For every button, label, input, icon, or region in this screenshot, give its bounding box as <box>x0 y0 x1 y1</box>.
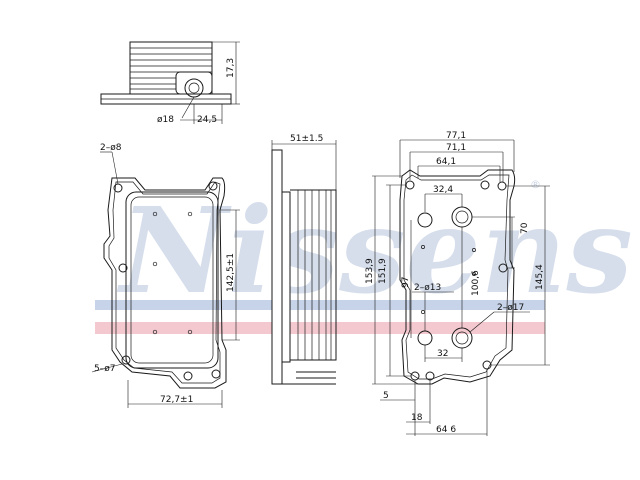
rear-view: 77,1 71,1 64,1 32,4 70 97 100,6 153,9 15… <box>365 131 550 436</box>
rear-view-dim-18-label: 18 <box>411 413 423 423</box>
side-view-thickness-label: 51±1.5 <box>290 134 323 144</box>
front-view-height-label: 142,5±1 <box>226 253 236 292</box>
rear-view-width-inner-label: 64,1 <box>436 157 456 167</box>
rear-view-dim-64-6-label: 64 6 <box>436 425 456 435</box>
watermark-pink-bar <box>95 322 545 334</box>
top-view: 17,3 ø18 24,5 <box>100 41 240 125</box>
front-view-bottom-holes-label: 5–ø7 <box>94 364 115 374</box>
rear-view-width-mid-label: 71,1 <box>446 143 466 153</box>
front-view: 2–ø8 5–ø7 72,7±1 142,5±1 <box>91 143 240 408</box>
watermark-logo-text: Nissens <box>116 181 633 320</box>
front-view-width-label: 72,7±1 <box>160 395 193 405</box>
rear-view-dim-5-label: 5 <box>383 391 389 401</box>
rear-view-small-ports-label: 2–ø13 <box>414 283 441 293</box>
rear-view-dim-70-label: 70 <box>520 222 530 234</box>
top-view-port-offset-label: 24,5 <box>197 115 217 125</box>
rear-view-port-spacing-bottom-label: 32 <box>437 349 448 359</box>
side-view: 51±1.5 <box>271 134 337 385</box>
rear-view-dim-100-6-label: 100,6 <box>471 270 481 296</box>
rear-view-large-ports-label: 2–ø17 <box>497 303 524 313</box>
rear-view-dim-151-9-label: 151,9 <box>378 258 388 284</box>
top-view-port-diameter-label: ø18 <box>157 115 174 125</box>
rear-view-dim-97-label: 97 <box>401 277 411 288</box>
top-view-height-label: 17,3 <box>226 58 236 78</box>
watermark-blue-bar <box>95 300 545 310</box>
front-view-top-holes-label: 2–ø8 <box>100 143 122 153</box>
rear-view-dim-153-9-label: 153,9 <box>365 258 375 284</box>
watermark: Nissens ® <box>95 178 633 334</box>
rear-view-dim-145-4-label: 145,4 <box>535 264 545 290</box>
rear-view-width-outer-label: 77,1 <box>446 131 466 141</box>
rear-view-port-spacing-top-label: 32,4 <box>433 185 453 195</box>
watermark-registered-mark: ® <box>530 178 541 191</box>
